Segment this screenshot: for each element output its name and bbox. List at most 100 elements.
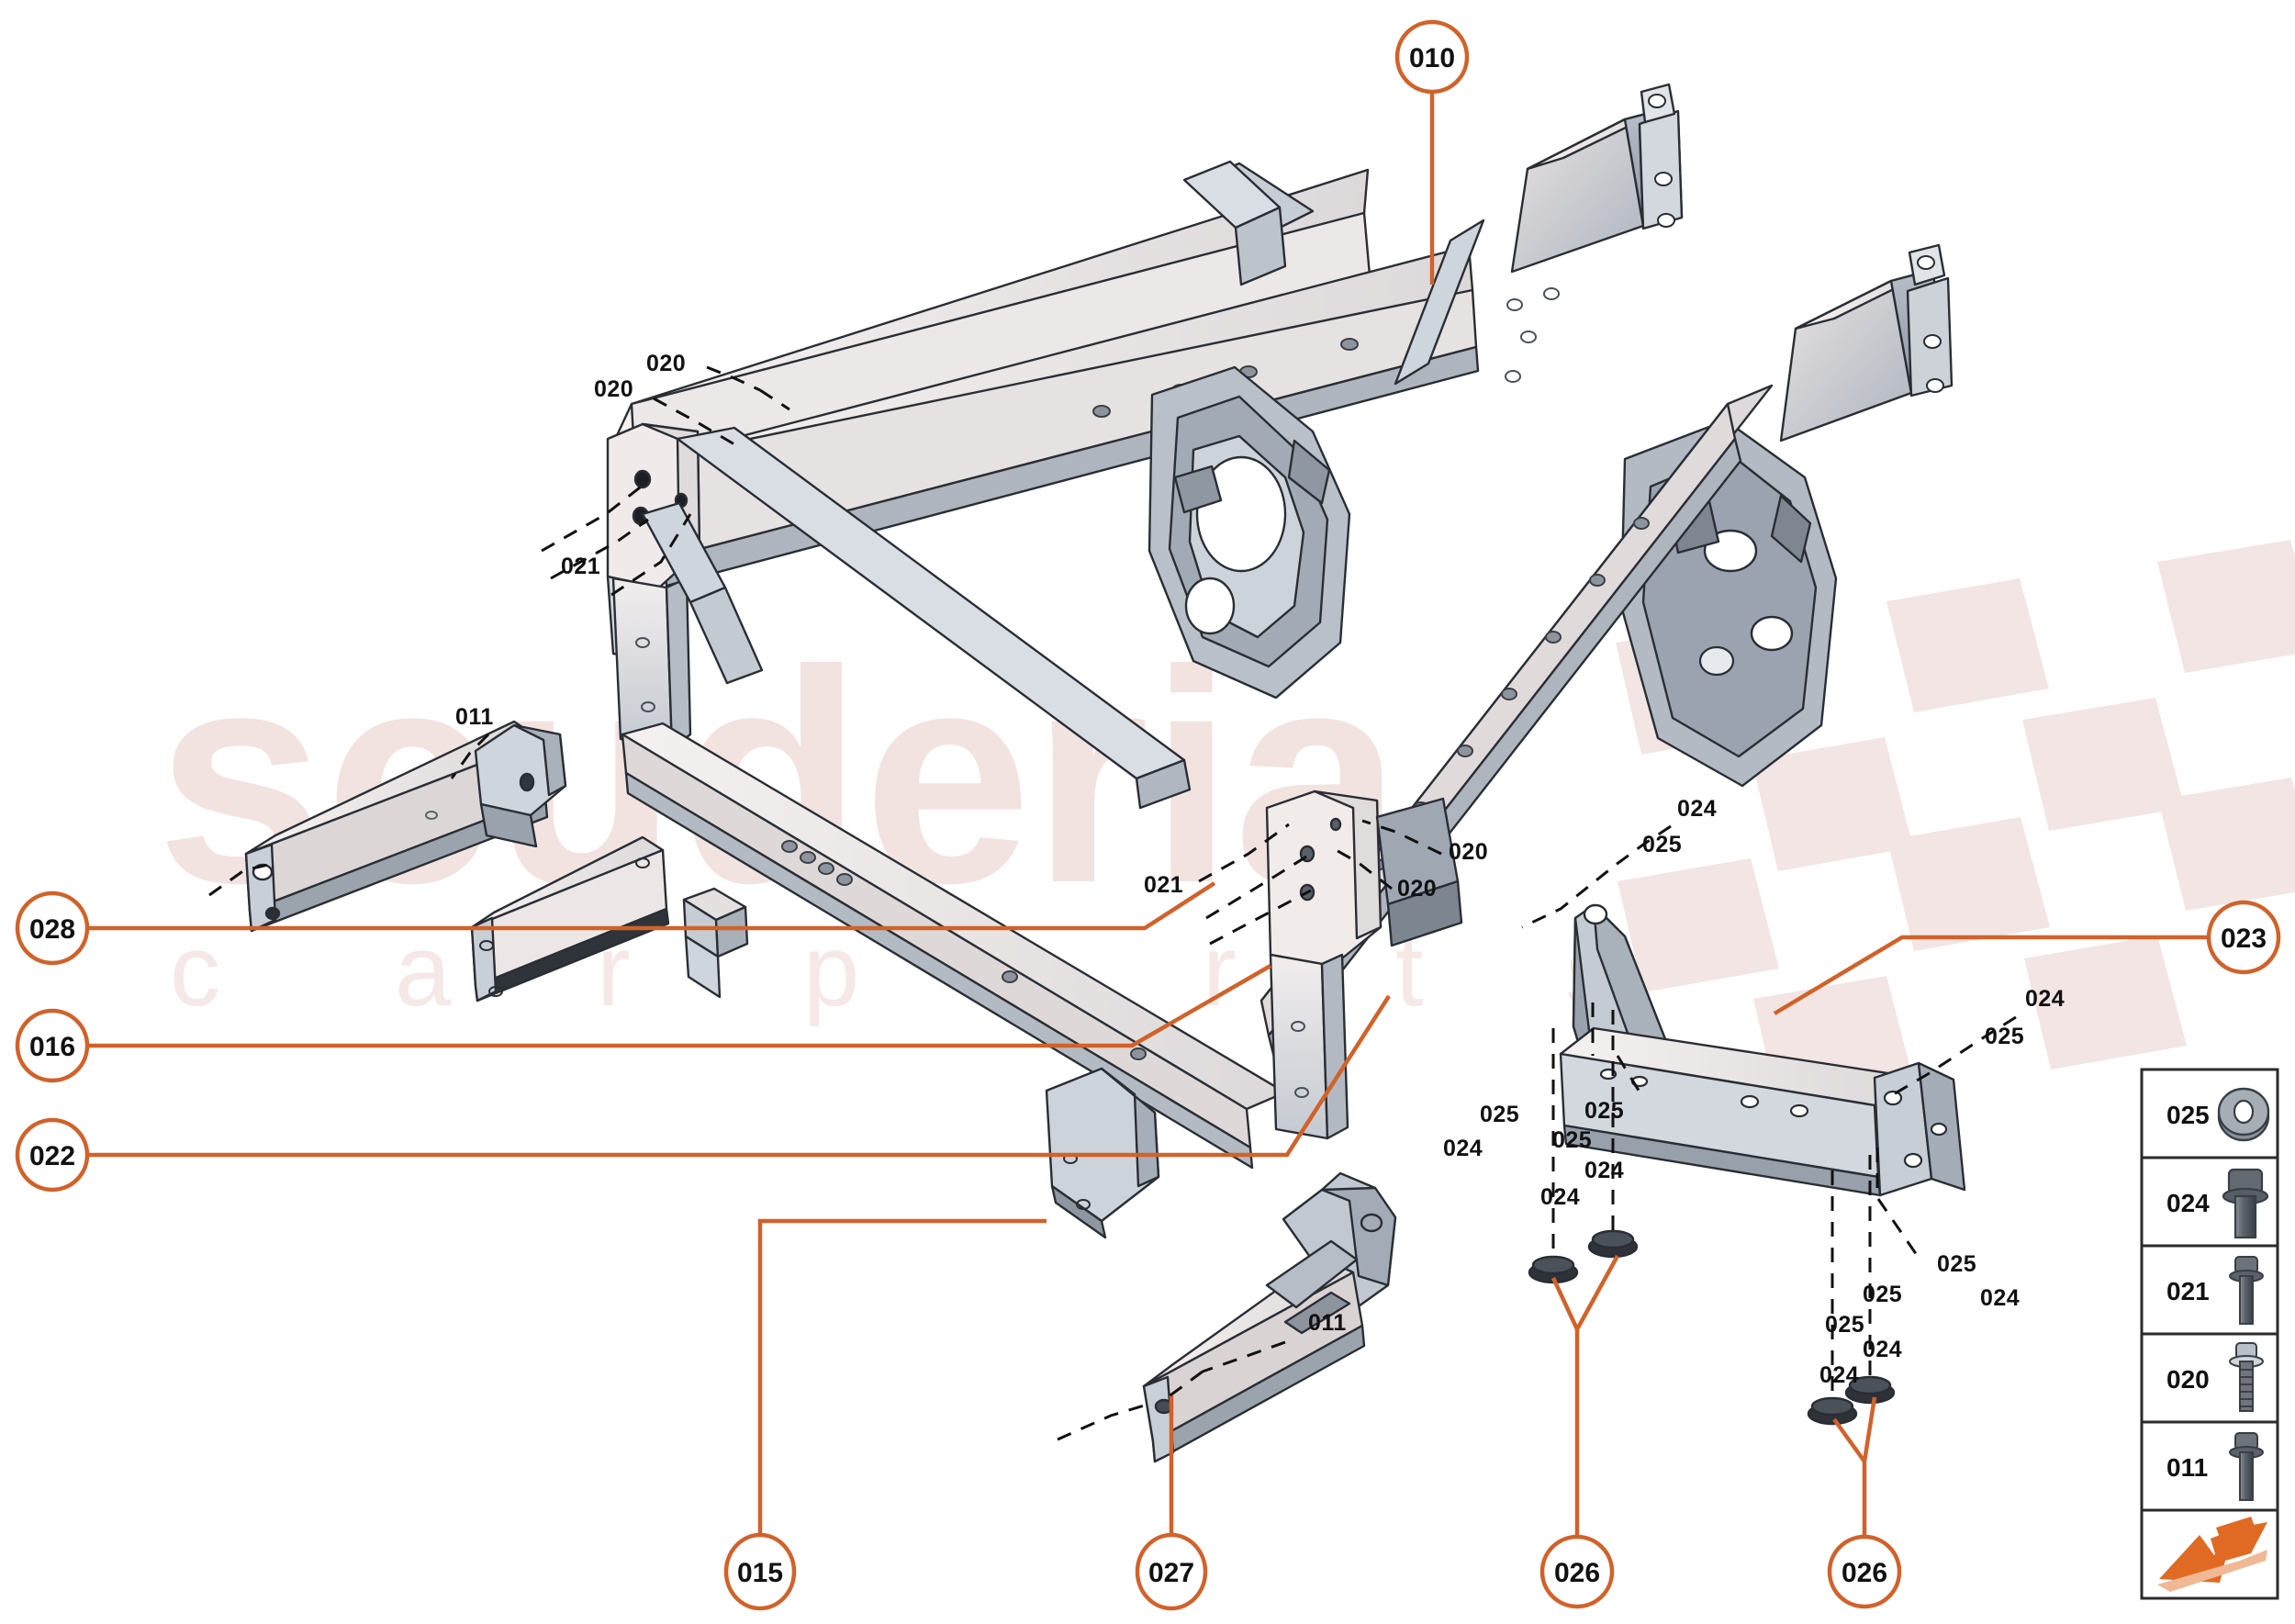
callout-027-label: 027 — [1148, 1558, 1194, 1588]
threaded-bolt-icon — [2229, 1342, 2264, 1412]
leader-015 — [757, 1218, 1047, 1537]
part-label-024-a: 024 — [1677, 796, 1717, 822]
legend-code-011: 011 — [2166, 1453, 2208, 1482]
callout-016-label: 016 — [29, 1032, 75, 1062]
part-label-025-e: 025 — [1552, 1127, 1592, 1153]
callout-026-left[interactable]: 026 — [1539, 1534, 1615, 1609]
flange-bolt-icon-2 — [2229, 1432, 2264, 1501]
dash-020b — [653, 397, 735, 446]
callout-023[interactable]: 023 — [2206, 900, 2281, 975]
part-label-021-b: 021 — [1144, 872, 1183, 898]
part-label-025-c: 025 — [1480, 1102, 1519, 1127]
part-label-025-a: 025 — [1642, 832, 1682, 857]
dash-021-cr-a — [1198, 823, 1290, 883]
callout-026-left-label: 026 — [1554, 1558, 1600, 1588]
legend-code-020: 020 — [2166, 1365, 2210, 1394]
callout-016[interactable]: 016 — [15, 1008, 90, 1083]
part-label-024-c: 024 — [1443, 1136, 1483, 1161]
left-diagonal-brace — [641, 501, 764, 685]
legend-code-025: 025 — [2166, 1101, 2210, 1129]
dash-bolt-branch-2 — [1876, 1198, 1920, 1259]
leader-026-right — [1832, 1396, 1877, 1537]
leader-016 — [87, 964, 1272, 1048]
watermark-letter-a1: a — [395, 914, 452, 1027]
part-011-bracket-left — [474, 723, 567, 848]
dash-020a2 — [759, 388, 790, 411]
part-label-024-h: 024 — [1819, 1362, 1859, 1388]
callout-026-right[interactable]: 026 — [1827, 1534, 1902, 1609]
rear-right-rail-lower — [1779, 243, 1954, 442]
bushings-left-pair — [1528, 1229, 1639, 1284]
part-label-020-d: 020 — [1397, 876, 1437, 902]
part-label-025-h: 025 — [1825, 1312, 1864, 1338]
part-label-020-a: 020 — [646, 351, 686, 376]
dash-020-cr-b — [1332, 846, 1393, 890]
part-label-020-b: 020 — [594, 376, 633, 402]
part-label-011-b: 011 — [1308, 1310, 1347, 1336]
part-label-025-g: 025 — [1863, 1282, 1902, 1307]
center-cast-bulkhead — [1148, 365, 1351, 700]
callout-015-label: 015 — [737, 1558, 783, 1588]
callout-015[interactable]: 015 — [723, 1532, 797, 1611]
leader-028 — [87, 881, 1216, 931]
leader-026-left — [1551, 1254, 1619, 1537]
callout-028-label: 028 — [29, 914, 75, 945]
legend-code-021: 021 — [2166, 1277, 2210, 1305]
part-label-011-a: 011 — [455, 704, 494, 730]
callout-022-label: 022 — [29, 1141, 75, 1171]
leader-023 — [1773, 935, 2209, 1015]
rear-right-rail — [1505, 83, 1684, 383]
part-022-angle — [682, 887, 749, 999]
dash-011-left-lower — [208, 863, 269, 897]
dash-021c — [610, 513, 692, 597]
part-023-crossmember — [1559, 903, 1966, 1197]
callout-027[interactable]: 027 — [1135, 1532, 1208, 1611]
callout-010[interactable]: 010 — [1394, 19, 1470, 95]
callout-022[interactable]: 022 — [15, 1117, 90, 1193]
dash-021-cr-b — [1205, 852, 1312, 920]
callout-010-label: 010 — [1409, 43, 1455, 73]
dash-011-027-b — [1167, 1370, 1203, 1399]
dash-021a — [541, 479, 649, 553]
dash-011-left-upper — [450, 733, 490, 779]
part-label-025-b: 025 — [1985, 1024, 2024, 1049]
center-right-corner-bracket — [1265, 790, 1463, 1140]
part-027-rail — [1142, 1171, 1397, 1463]
left-strut — [676, 426, 1192, 810]
dash-011-027-c — [1057, 1401, 1154, 1441]
flange-bolt-icon — [2229, 1256, 2264, 1325]
callout-028[interactable]: 028 — [15, 890, 90, 966]
leader-022 — [87, 994, 1391, 1158]
dash-020a — [706, 365, 761, 392]
part-label-024-b: 024 — [2025, 986, 2065, 1012]
part-016-plate — [470, 835, 670, 1002]
part-label-024-e: 024 — [1540, 1184, 1580, 1210]
legend-code-024: 024 — [2166, 1189, 2210, 1217]
checkered-flag-icon — [2157, 1517, 2267, 1592]
part-label-021-a: 021 — [561, 554, 600, 579]
flange-bolt-short-icon — [2222, 1168, 2269, 1239]
part-label-024-d: 024 — [1584, 1158, 1624, 1183]
part-label-020-c: 020 — [1449, 839, 1488, 865]
watermark-letter-p: p — [803, 914, 859, 1027]
part-label-024-g: 024 — [1863, 1337, 1902, 1362]
bushings-right-pair — [1807, 1375, 1896, 1426]
part-label-024-f: 024 — [1980, 1285, 2020, 1311]
callout-023-label: 023 — [2221, 924, 2267, 954]
part-label-025-f: 025 — [1937, 1251, 1976, 1277]
dash-bolt-branch — [1616, 1055, 1645, 1099]
callout-026-right-label: 026 — [1842, 1558, 1887, 1588]
top-brace-detail — [1182, 160, 1287, 286]
checkered-flag-watermark — [1616, 540, 2295, 1110]
washer-icon — [2217, 1087, 2270, 1142]
part-label-025-d: 025 — [1584, 1098, 1624, 1124]
watermark-letter-r2: r — [1203, 914, 1237, 1027]
left-vertical-post — [611, 577, 692, 750]
